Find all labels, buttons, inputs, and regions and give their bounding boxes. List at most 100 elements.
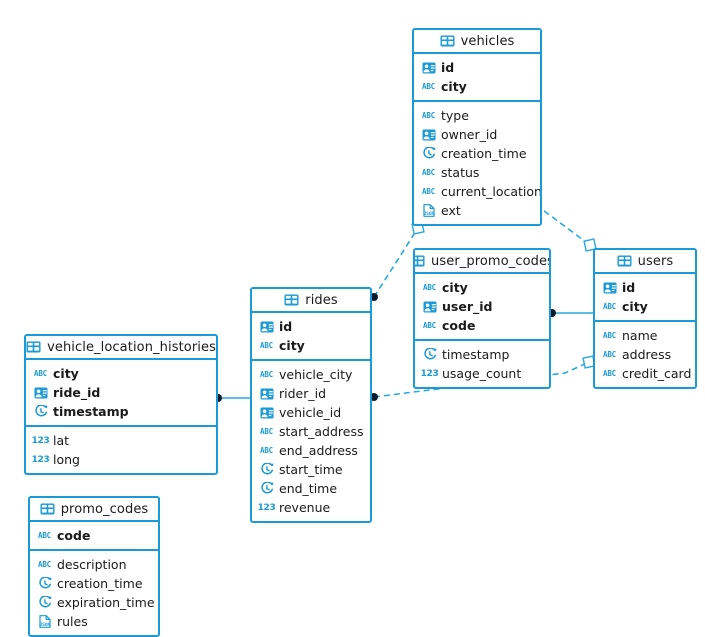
column-name: lat bbox=[53, 433, 70, 448]
column-name: owner_id bbox=[441, 127, 498, 142]
column-name: ext bbox=[441, 203, 461, 218]
abc-text-icon: ABC bbox=[260, 341, 273, 350]
abc-text-icon: ABC bbox=[34, 369, 47, 378]
column-row[interactable]: ABC status bbox=[414, 163, 540, 182]
table-header-vehicles[interactable]: vehicles bbox=[414, 30, 540, 54]
column-row[interactable]: JSON rules bbox=[30, 612, 158, 631]
table-name: users bbox=[637, 253, 674, 269]
column-row[interactable]: owner_id bbox=[414, 125, 540, 144]
relationship-line bbox=[535, 204, 591, 246]
column-row[interactable]: ride_id bbox=[26, 383, 216, 402]
column-row[interactable]: JSON ext bbox=[414, 201, 540, 220]
table-header-user_promo_codes[interactable]: user_promo_codes bbox=[415, 250, 549, 274]
column-name: vehicle_id bbox=[279, 405, 342, 420]
abc-text-icon: ABC bbox=[603, 302, 616, 311]
column-row[interactable]: id bbox=[252, 317, 370, 336]
table-header-rides[interactable]: rides bbox=[252, 289, 370, 313]
table-header-vehicle_location_histories[interactable]: vehicle_location_histories bbox=[26, 336, 216, 360]
column-row[interactable]: timestamp bbox=[26, 402, 216, 421]
column-row[interactable]: ABC city bbox=[595, 297, 695, 316]
clock-icon bbox=[37, 577, 52, 590]
column-name: ride_id bbox=[53, 385, 101, 400]
id-badge-icon bbox=[259, 320, 274, 333]
clock-icon bbox=[259, 463, 274, 476]
column-name: city bbox=[622, 299, 648, 314]
column-name: start_time bbox=[279, 462, 343, 477]
table-grid-icon bbox=[26, 341, 41, 354]
relationship-vehicle-location-histories-to-rides bbox=[214, 394, 250, 402]
column-row[interactable]: rider_id bbox=[252, 384, 370, 403]
column-name: id bbox=[622, 280, 636, 295]
table-header-users[interactable]: users bbox=[595, 250, 695, 274]
column-row[interactable]: ABC vehicle_city bbox=[252, 365, 370, 384]
column-row[interactable]: vehicle_id bbox=[252, 403, 370, 422]
relationship-user-promo-codes-to-users bbox=[548, 309, 593, 317]
column-name: status bbox=[441, 165, 480, 180]
abc-text-icon: ABC bbox=[260, 446, 273, 455]
column-row[interactable]: timestamp bbox=[415, 345, 549, 364]
column-row[interactable]: user_id bbox=[415, 297, 549, 316]
column-row[interactable]: ABC city bbox=[26, 364, 216, 383]
abc-text-icon: ABC bbox=[603, 369, 616, 378]
table-name: vehicles bbox=[460, 33, 515, 49]
column-name: vehicle_city bbox=[279, 367, 353, 382]
column-name: code bbox=[442, 318, 476, 333]
column-row[interactable]: id bbox=[595, 278, 695, 297]
clock-icon bbox=[422, 348, 437, 361]
table-name: user_promo_codes bbox=[431, 253, 551, 269]
column-row[interactable]: creation_time bbox=[30, 574, 158, 593]
column-name: city bbox=[53, 366, 79, 381]
table-header-promo_codes[interactable]: promo_codes bbox=[30, 498, 158, 522]
123-number-icon: 123 bbox=[31, 454, 50, 465]
abc-text-icon: ABC bbox=[422, 168, 435, 177]
json-file-icon: JSON bbox=[37, 615, 52, 628]
table-name: rides bbox=[305, 292, 338, 308]
table-name: promo_codes bbox=[60, 501, 149, 517]
column-name: rules bbox=[57, 614, 88, 629]
column-row[interactable]: id bbox=[414, 58, 540, 77]
column-name: rider_id bbox=[279, 386, 327, 401]
column-name: timestamp bbox=[442, 347, 510, 362]
column-row[interactable]: end_time bbox=[252, 479, 370, 498]
abc-text-icon: ABC bbox=[38, 531, 51, 540]
column-row[interactable]: start_time bbox=[252, 460, 370, 479]
json-file-icon: JSON bbox=[421, 204, 436, 217]
column-name: revenue bbox=[279, 500, 331, 515]
column-row[interactable]: expiration_time bbox=[30, 593, 158, 612]
abc-text-icon: ABC bbox=[38, 560, 51, 569]
abc-text-icon: ABC bbox=[260, 370, 273, 379]
column-name: id bbox=[279, 319, 293, 334]
column-row[interactable]: creation_time bbox=[414, 144, 540, 163]
